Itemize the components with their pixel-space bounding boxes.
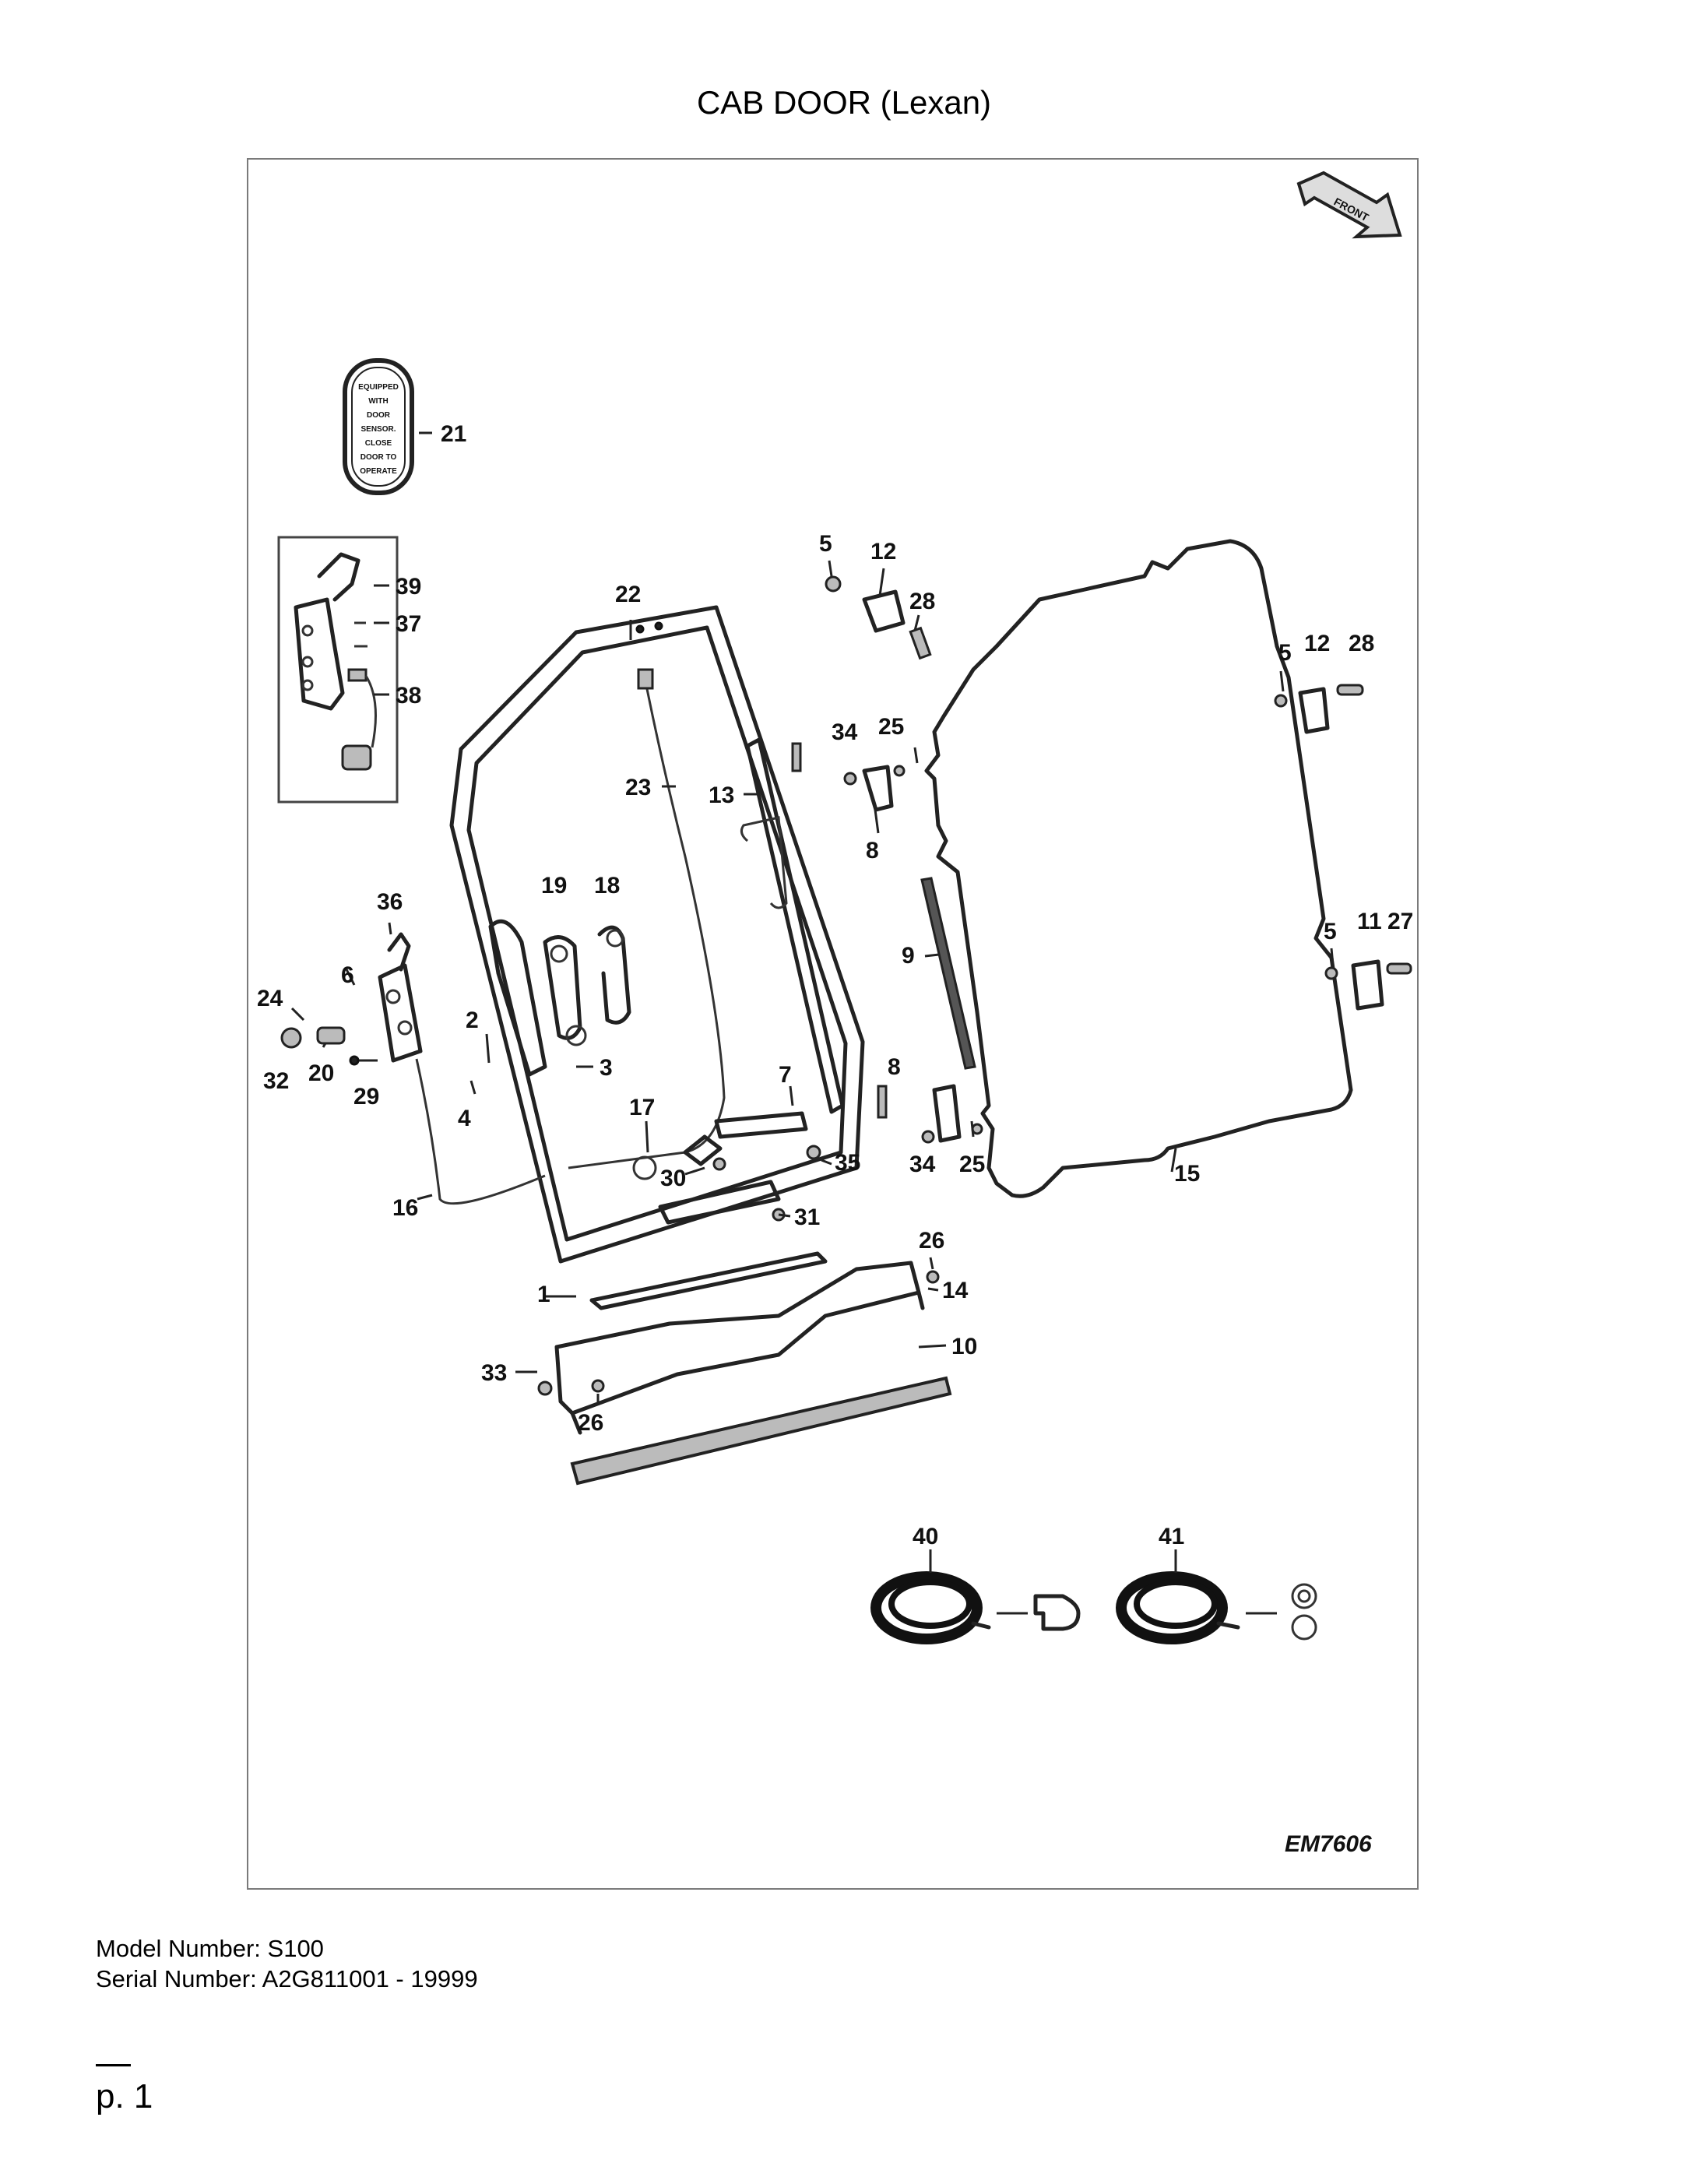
part-label: 20 xyxy=(308,1060,334,1086)
part-label: 13 xyxy=(709,783,734,808)
door-seal-41 xyxy=(1116,1571,1317,1644)
latch-cable xyxy=(415,1058,546,1205)
part-label: 33 xyxy=(481,1360,507,1386)
part-labels: 21 39 37 38 22 23 13 5 12 28 34 25 8 9 5… xyxy=(257,421,1413,1549)
part-label: 16 xyxy=(392,1195,418,1221)
part-label: 37 xyxy=(396,611,421,637)
hinge-hardware-right-lower xyxy=(1324,959,1412,1011)
door-frame xyxy=(449,605,865,1264)
part-label: 39 xyxy=(396,574,421,600)
part-label: 31 xyxy=(794,1205,820,1230)
part-label: 11 xyxy=(1357,909,1382,934)
page-number: p. 1 xyxy=(96,2077,153,2115)
part-label: 25 xyxy=(959,1152,985,1177)
door-sensor-decal: EQUIPPED WITH DOOR SENSOR. CLOSE DOOR TO… xyxy=(343,358,414,495)
sensor-hardware xyxy=(632,1111,821,1180)
part-label: 8 xyxy=(888,1054,901,1080)
part-label: 5 xyxy=(1324,919,1337,944)
part-label: 2 xyxy=(466,1008,479,1033)
inner-latch-bracket xyxy=(488,919,547,1077)
part-label: 22 xyxy=(615,582,641,607)
part-label: 3 xyxy=(600,1055,613,1081)
part-label: 15 xyxy=(1174,1161,1200,1187)
decal-line: EQUIPPED xyxy=(358,383,399,392)
part-label: 8 xyxy=(866,838,879,863)
part-label: 30 xyxy=(660,1166,686,1191)
part-label: 35 xyxy=(835,1150,860,1176)
hinge-hardware-mid xyxy=(843,765,906,812)
lexan-panel xyxy=(924,539,1353,1198)
part-label: 23 xyxy=(625,775,651,800)
part-label: 26 xyxy=(578,1410,603,1436)
part-label: 5 xyxy=(819,531,832,557)
part-label: 18 xyxy=(594,873,620,899)
front-arrow-icon: FRONT xyxy=(1296,171,1402,239)
door-seal-40 xyxy=(870,1571,1081,1644)
door-sensor-inset xyxy=(277,536,399,804)
diagram-frame xyxy=(247,158,1419,1890)
decal-line: SENSOR. xyxy=(360,425,396,434)
latch-assembly xyxy=(280,932,423,1066)
harness-connector xyxy=(637,668,654,690)
part-label: 26 xyxy=(919,1228,944,1254)
seal-strip xyxy=(920,877,976,1070)
part-label: 21 xyxy=(441,421,466,447)
part-label: 34 xyxy=(832,719,858,745)
footer-rule xyxy=(96,2064,131,2066)
decal-line: DOOR xyxy=(367,411,391,420)
part-label: 19 xyxy=(541,873,567,899)
decal-line: CLOSE xyxy=(365,439,392,448)
model-number: Model Number: S100 xyxy=(96,1935,324,1962)
part-label: 28 xyxy=(1349,631,1374,656)
part-label: 40 xyxy=(913,1524,938,1549)
part-label: 1 xyxy=(537,1282,550,1307)
part-label: 9 xyxy=(902,943,915,969)
part-label: 25 xyxy=(878,714,904,740)
slide-track xyxy=(740,737,888,1119)
diagram-id: EM7606 xyxy=(1285,1831,1372,1857)
part-label: 6 xyxy=(341,962,354,988)
part-label: 14 xyxy=(942,1278,969,1303)
part-label: 12 xyxy=(1304,631,1330,656)
serial-number: Serial Number: A2G811001 - 19999 xyxy=(96,1965,478,1992)
part-label: 36 xyxy=(377,889,403,915)
part-label: 10 xyxy=(951,1334,977,1359)
part-label: 12 xyxy=(870,539,896,564)
part-label: 41 xyxy=(1159,1524,1184,1549)
part-label: 34 xyxy=(909,1152,936,1177)
hinge-hardware-lower xyxy=(921,1084,983,1144)
page-title: CAB DOOR (Lexan) xyxy=(696,84,992,121)
part-label: 24 xyxy=(257,986,283,1011)
part-label: 7 xyxy=(779,1062,792,1088)
part-label: 29 xyxy=(353,1084,379,1110)
decal-line: DOOR TO xyxy=(360,453,397,462)
decal-line: OPERATE xyxy=(360,467,397,476)
part-label: 27 xyxy=(1387,909,1413,934)
door-handles xyxy=(543,925,631,1046)
leader-lines xyxy=(290,431,1335,1573)
hinge-hardware-right-upper xyxy=(1274,684,1364,734)
bottom-rail-assembly xyxy=(537,1180,952,1486)
part-label: 28 xyxy=(909,589,935,614)
part-label: 32 xyxy=(263,1068,289,1094)
part-label: 5 xyxy=(1278,640,1292,666)
part-label: 4 xyxy=(458,1106,471,1131)
part-label: 17 xyxy=(629,1095,655,1120)
decal-line: WITH xyxy=(368,397,389,406)
part-label: 38 xyxy=(396,683,421,709)
